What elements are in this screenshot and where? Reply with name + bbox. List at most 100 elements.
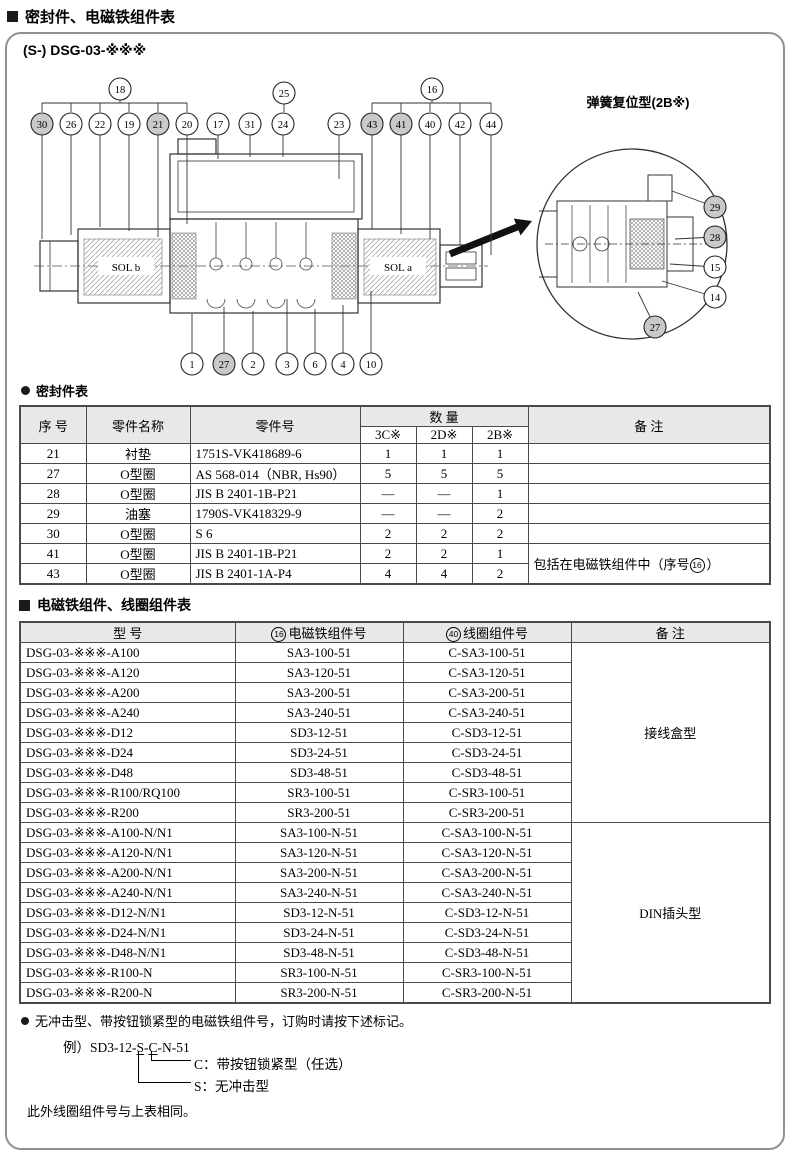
coil-hatching: [83, 232, 437, 300]
col-header-remark: 备 注: [527, 405, 771, 444]
svg-text:16: 16: [427, 85, 438, 96]
callout-27: 27: [212, 352, 236, 376]
svg-text:6: 6: [312, 360, 317, 371]
svg-text:27: 27: [650, 323, 661, 334]
svg-text:10: 10: [366, 360, 377, 371]
svg-text:41: 41: [396, 120, 407, 131]
callout-30: 30: [30, 112, 54, 136]
svg-text:24: 24: [278, 120, 289, 131]
svg-text:30: 30: [37, 120, 48, 131]
sol-b-label: SOL b: [112, 262, 141, 274]
leader-lines: [41, 100, 716, 353]
svg-text:1: 1: [189, 360, 194, 371]
callout-23: 23: [327, 112, 351, 136]
content-frame: (S-) DSG-03-※※※: [5, 32, 785, 1150]
page-title: 密封件、电磁铁组件表: [5, 4, 785, 32]
svg-text:42: 42: [455, 120, 466, 131]
callout-6: 6: [303, 352, 327, 376]
connector-line-c: [151, 1051, 191, 1061]
seal-table-subheader-row: 3C※ 2D※ 2B※: [20, 426, 770, 444]
callout-31: 31: [238, 112, 262, 136]
footer-note: 此外线圈组件号与上表相同。: [27, 1104, 197, 1119]
callout-22: 22: [88, 112, 112, 136]
seal-table-header-row: 序 号 零件名称 零件号 数 量 备 注: [19, 405, 771, 444]
svg-text:28: 28: [710, 233, 721, 244]
svg-text:21: 21: [153, 120, 164, 131]
svg-text:20: 20: [182, 120, 193, 131]
code-c-part: C: [148, 1040, 158, 1055]
page-title-text: 密封件、电磁铁组件表: [25, 9, 176, 26]
model-heading: (S-) DSG-03-※※※: [23, 42, 147, 58]
solenoid-section-title: 电磁铁组件、线圈组件表: [37, 597, 191, 613]
svg-text:4: 4: [340, 360, 346, 371]
col-header-model: 型 号: [19, 621, 236, 643]
col-header-2b: 2B※: [471, 426, 529, 444]
svg-text:18: 18: [115, 85, 126, 96]
svg-text:44: 44: [486, 120, 497, 131]
s-option-note: S：无冲击型: [194, 1079, 270, 1094]
col-header-no: 序 号: [19, 405, 87, 444]
svg-text:19: 19: [124, 120, 135, 131]
notes-section: 无冲击型、带按钮锁紧型的电磁铁组件号，订购时请按下述标记。 例）SD3-12-S…: [19, 1011, 771, 1120]
callout-44: 44: [479, 112, 503, 136]
seal-section-title: 密封件表: [36, 384, 89, 399]
callout-17: 17: [206, 112, 230, 136]
spring-return-detail: [536, 148, 728, 340]
svg-text:31: 31: [245, 120, 256, 131]
order-code-example: 例）SD3-12-S-C-N-51 C：带按钮锁紧型（任选） S：无冲击型: [63, 1036, 771, 1096]
callout-16: 16: [420, 77, 444, 101]
c-option-note: C：带按钮锁紧型（任选）: [194, 1057, 352, 1072]
solenoid-section-label: 电磁铁组件、线圈组件表: [19, 595, 771, 615]
connector-line-s: [138, 1051, 191, 1083]
example-code: 例）SD3-12-S-C-N-51: [63, 1040, 190, 1055]
order-note: 无冲击型、带按钮锁紧型的电磁铁组件号，订购时请按下述标记。: [21, 1011, 771, 1030]
callout-42: 42: [448, 112, 472, 136]
svg-text:26: 26: [66, 120, 77, 131]
bullet-icon: [21, 386, 30, 395]
callout-10: 10: [359, 352, 383, 376]
bullet-icon: [21, 1016, 29, 1025]
detail-title: 弹簧复位型(2B※): [587, 95, 690, 110]
svg-text:27: 27: [219, 360, 230, 371]
callout-43: 43: [360, 112, 384, 136]
svg-text:40: 40: [425, 120, 436, 131]
valve-internals: [206, 222, 316, 309]
callout-27: 27: [643, 315, 667, 339]
callout-21: 21: [146, 112, 170, 136]
circled-16-icon: 16: [271, 627, 287, 642]
callout-15: 15: [703, 255, 727, 279]
group-remark: DIN插头型: [570, 822, 771, 1004]
callout-29: 29: [703, 195, 727, 219]
circled-16-icon: 16: [689, 558, 705, 573]
circled-40-icon: 40: [445, 627, 461, 642]
svg-text:15: 15: [710, 263, 721, 274]
callout-24: 24: [271, 112, 295, 136]
svg-text:29: 29: [710, 203, 721, 214]
